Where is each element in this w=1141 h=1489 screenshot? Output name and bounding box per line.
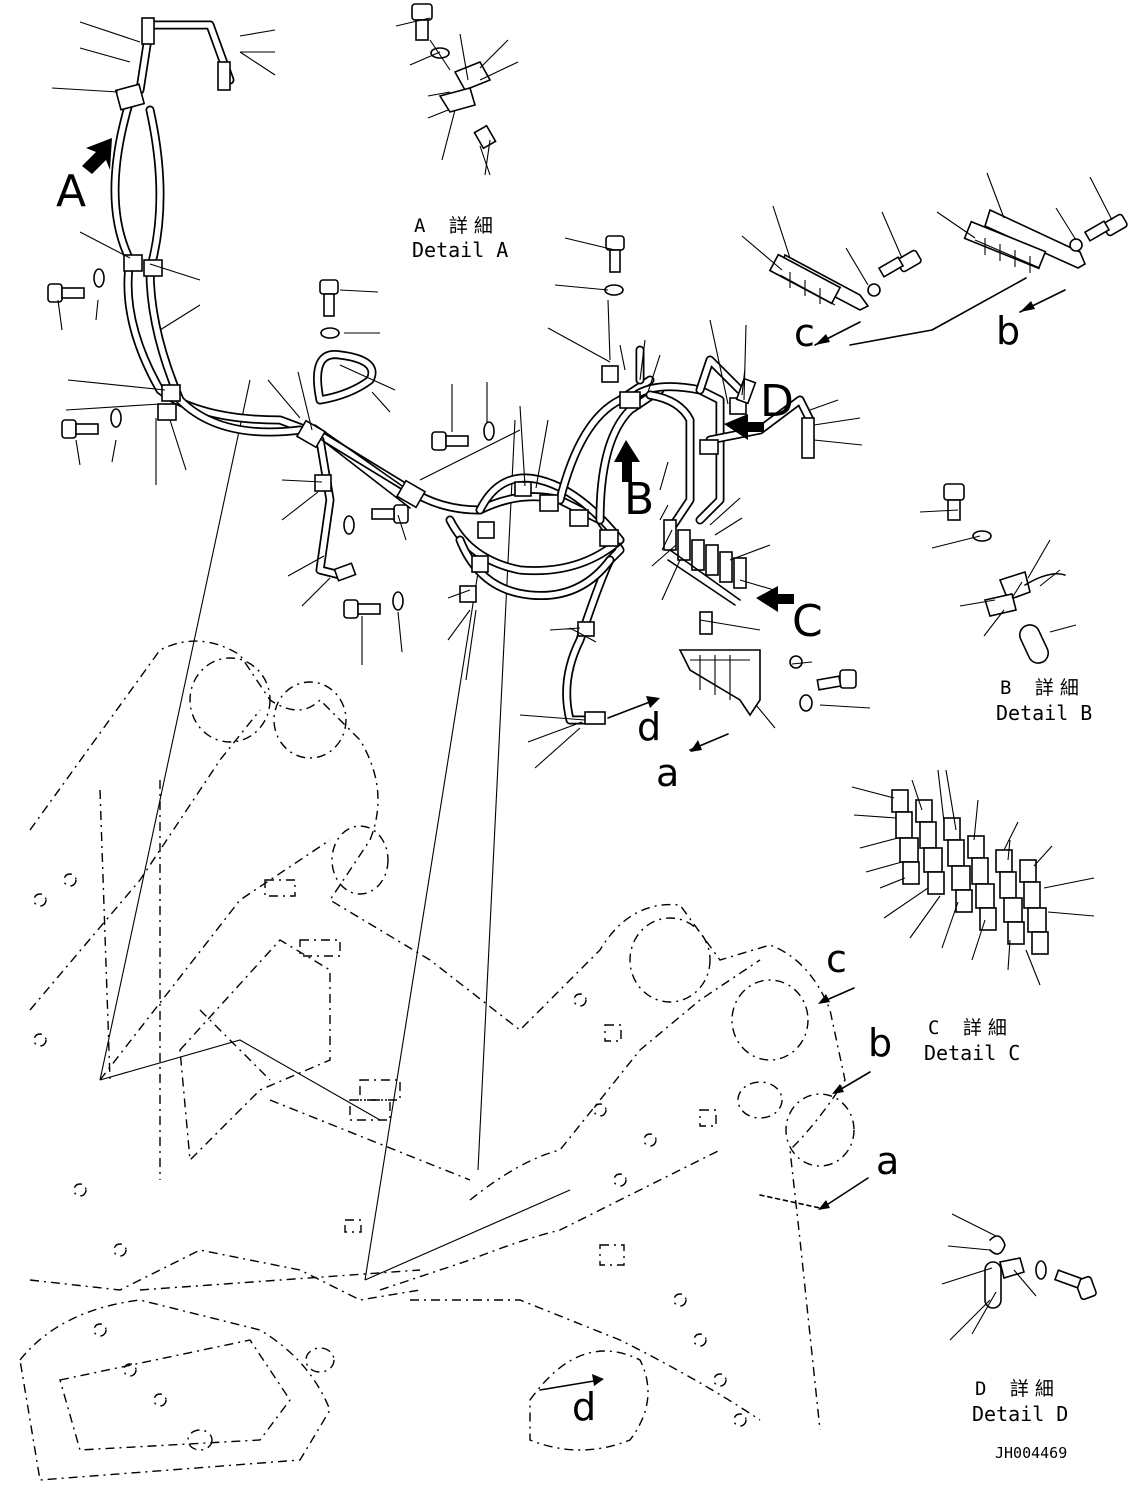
hose-harness [110,17,815,725]
ref-label-a-boom: a [876,1139,899,1183]
drawing-code: JH004469 [995,1444,1067,1462]
detail-d-drawing [984,1235,1097,1309]
clamp-plate-c [768,249,922,346]
view-arrow-b [614,440,640,482]
detail-a-caption-en: Detail A [412,238,508,262]
detail-d-caption-en: Detail D [972,1402,1068,1426]
detail-a-drawing [411,3,497,176]
detail-b-caption-jp: B 詳細 [1000,677,1085,699]
view-label-d: D [760,376,794,427]
view-arrow-d [724,414,764,440]
ref-label-a-main: a [656,751,679,795]
view-label-b: B [624,474,654,525]
leader-lines [51,17,1113,1341]
ref-label-b-boom: b [868,1021,892,1065]
main-fasteners [47,235,857,717]
ref-label-d-boom: d [572,1385,596,1429]
ref-label-c-boom: c [826,937,847,981]
boom-frame-outline [19,379,855,1481]
detail-b-caption-en: Detail B [996,701,1092,725]
ref-label-b-top: b [996,309,1020,353]
clamp-plate-b [963,208,1128,313]
ref-label-c-top: c [794,311,815,355]
view-arrow-c [756,586,794,612]
view-arrow-a [82,138,112,174]
detail-d-caption-jp: D 詳細 [975,1378,1060,1400]
detail-b-drawing [943,483,1066,664]
view-label-a: A [56,166,86,217]
fitting-bank [663,519,747,606]
detail-c-caption-en: Detail C [924,1041,1020,1065]
ref-arrows [539,696,871,1391]
detail-c-caption-jp: C 詳細 [928,1017,1013,1039]
detail-a-caption-jp: A 詳細 [414,215,499,237]
view-label-c: C [792,596,823,647]
ref-label-d-main: d [637,705,661,749]
detail-c-drawing [891,789,1049,955]
